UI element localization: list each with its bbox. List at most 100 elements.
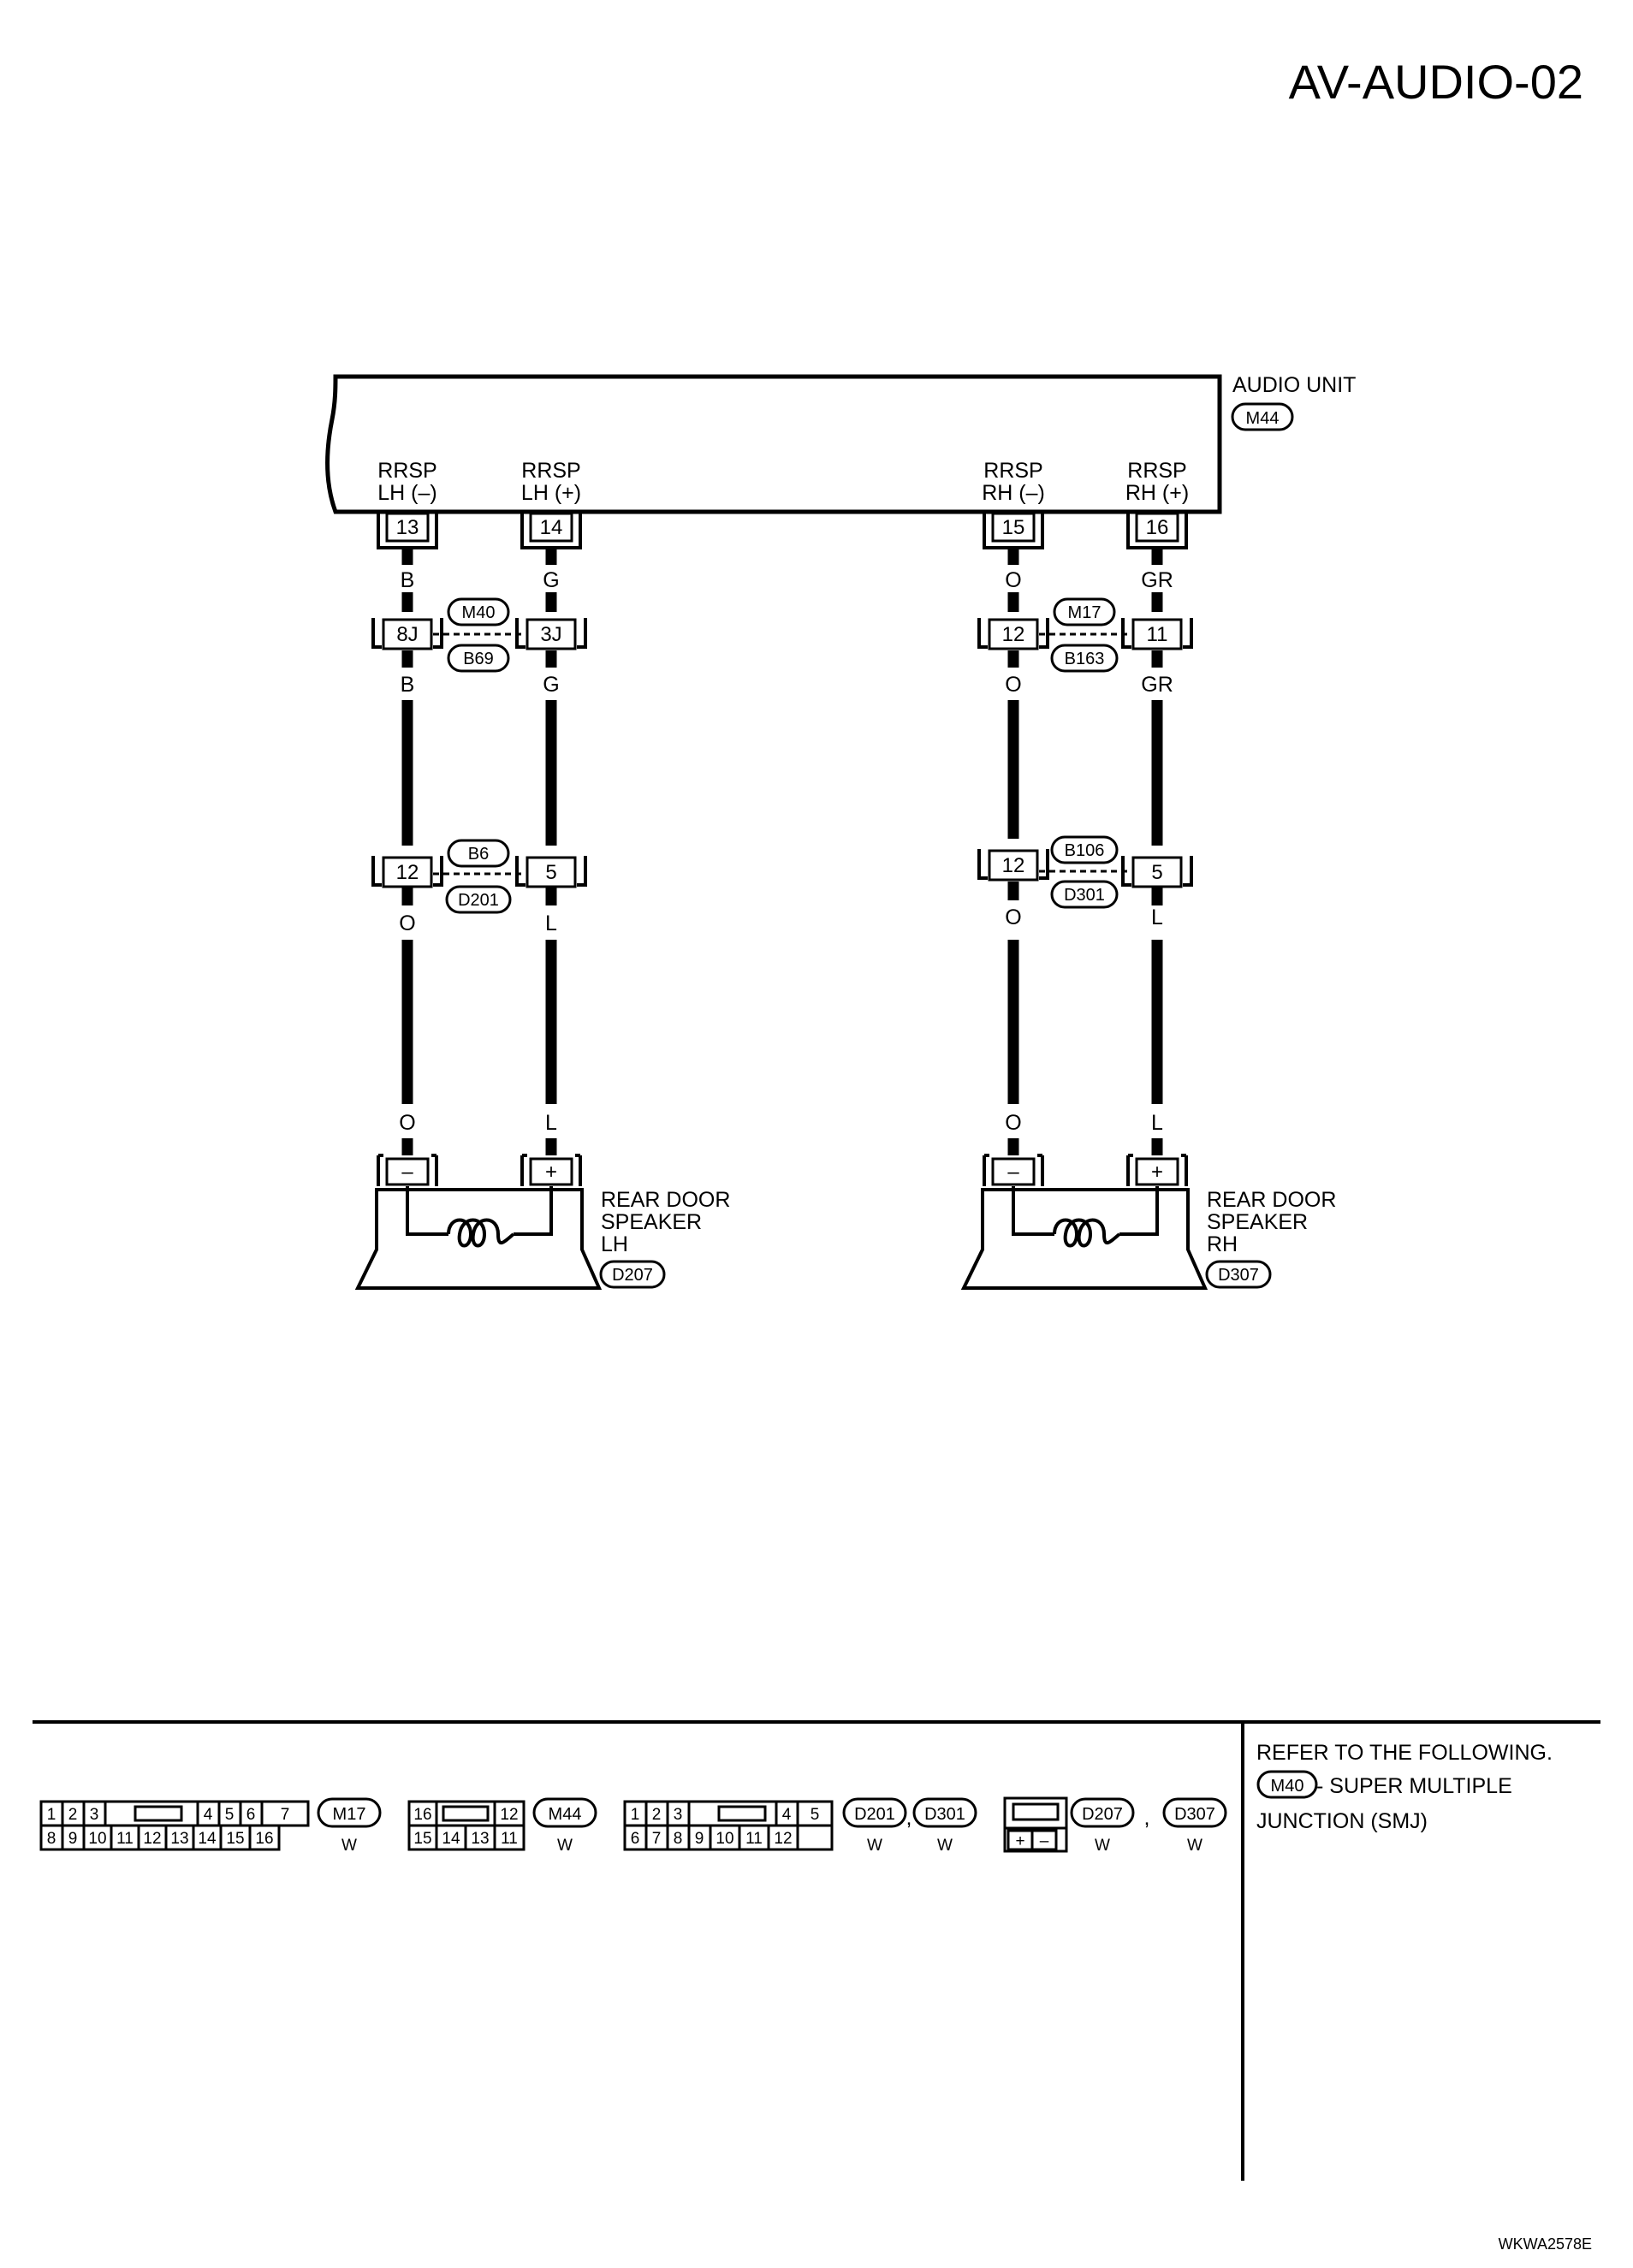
d201-top-3: 3 xyxy=(674,1806,683,1824)
speaker-rh-name1: REAR DOOR xyxy=(1207,1188,1336,1212)
speaker-rh-connector: D307 xyxy=(1218,1266,1259,1285)
audio-unit-pins: 13 14 15 16 xyxy=(377,512,1188,549)
wire-color-labels: B G O GR B G O GR O L O L O L O L xyxy=(399,568,1173,1135)
speaker-lh-body xyxy=(354,1188,603,1290)
d201-bottom-7: 7 xyxy=(652,1830,662,1848)
wire-color-rh-neg-mid: O xyxy=(1005,673,1021,697)
wires xyxy=(401,548,1163,1155)
speaker-rh-body xyxy=(960,1188,1208,1290)
m17-top-1: 1 xyxy=(47,1806,56,1824)
speaker-rh-name2: SPEAKER xyxy=(1207,1210,1308,1234)
connector-d207-lock-icon xyxy=(1012,1802,1060,1821)
junction-lh-2-bottom-badge xyxy=(445,885,512,914)
wire-color-lh-pos-upper: G xyxy=(543,568,559,592)
connector-d307-badge xyxy=(1162,1797,1227,1828)
speaker-lh-name1: REAR DOOR xyxy=(601,1188,730,1212)
junction-rh-1-top: M17 xyxy=(1068,603,1102,622)
d201-top-2: 2 xyxy=(652,1806,662,1824)
connector-d307-color: W xyxy=(1187,1837,1202,1855)
reference-line2: - SUPER MULTIPLE xyxy=(1316,1774,1512,1798)
connector-m17-lock-icon xyxy=(134,1805,183,1822)
d201-bottom-9: 9 xyxy=(695,1830,704,1848)
junction-lh-2-neg-pin: 12 xyxy=(396,861,419,884)
wire-color-rh-neg-lower: O xyxy=(1005,905,1021,929)
m17-bottom-16: 16 xyxy=(255,1830,273,1848)
terminal-16-sublabel: RH (+) xyxy=(1125,481,1189,505)
pin-13: 13 xyxy=(377,512,438,549)
connector-d301-badge xyxy=(912,1797,977,1828)
wire-color-lh-neg-upper: B xyxy=(401,568,415,592)
m44-bottom-14: 14 xyxy=(442,1830,460,1848)
m17-top-5: 5 xyxy=(225,1806,235,1824)
m17-bottom-12: 12 xyxy=(143,1830,161,1848)
junction-rh-2-neg-pin: 12 xyxy=(1002,854,1025,877)
junction-lh-1-bottom-badge xyxy=(447,644,510,673)
m44-top-12: 12 xyxy=(500,1806,518,1824)
connector-d201-badge xyxy=(842,1797,907,1828)
junction-rh-2-bottom: D301 xyxy=(1064,886,1105,905)
speaker-rh-pos: + xyxy=(1151,1161,1163,1184)
connector-d207-separator: , xyxy=(1144,1806,1150,1830)
junction-lh-2-top: B6 xyxy=(468,845,489,864)
connector-d201-label: D201 xyxy=(854,1805,895,1824)
m17-top-6: 6 xyxy=(246,1806,256,1824)
connector-view-d207: + – D207 , D307 W W xyxy=(1003,1796,1227,1855)
junction-lh-2-pos-pin: 5 xyxy=(545,861,556,884)
speaker-rh: – + REAR DOOR SPEAKER RH D307 xyxy=(960,1154,1336,1290)
m17-bottom-10: 10 xyxy=(88,1830,106,1848)
connector-d207-badge xyxy=(1070,1797,1135,1828)
speaker-lh-name2: SPEAKER xyxy=(601,1210,702,1234)
d201-bottom-6: 6 xyxy=(631,1830,640,1848)
d201-bottom-11: 11 xyxy=(745,1830,763,1848)
m44-bottom-15: 15 xyxy=(413,1830,431,1848)
d201-bottom-8: 8 xyxy=(674,1830,683,1848)
junction-rh-2: 12 5 B106 D301 xyxy=(977,835,1193,909)
junction-rh-2-top: B106 xyxy=(1065,841,1105,860)
m44-bottom-13: 13 xyxy=(471,1830,489,1848)
terminal-13-sublabel: LH (–) xyxy=(377,481,436,505)
terminal-14-sublabel: LH (+) xyxy=(521,481,581,505)
connector-view-m44: 16 12 15 14 13 11 M44 W xyxy=(407,1797,597,1855)
pin-13-number: 13 xyxy=(396,516,419,539)
junction-lh-1-neg-pin: 8J xyxy=(396,623,418,646)
reference-connector-badge xyxy=(1256,1770,1318,1799)
wire-color-lh-neg-lower: O xyxy=(399,911,415,935)
m17-bottom-9: 9 xyxy=(68,1830,78,1848)
junction-rh-1-bottom-badge xyxy=(1050,644,1119,673)
terminal-15-label: RRSP xyxy=(983,459,1042,483)
connector-d201-separator: , xyxy=(906,1806,912,1830)
wire-color-rh-pos-lower: L xyxy=(1151,905,1163,929)
junction-lh-2-bottom: D201 xyxy=(458,891,499,910)
junction-rh-1-pos-pin: 11 xyxy=(1147,623,1168,646)
wire-color-lh-neg-bottom: O xyxy=(399,1111,415,1135)
pin-14: 14 xyxy=(520,512,582,549)
audio-unit: AUDIO UNIT M44 RRSP LH (–) RRSP LH (+) R… xyxy=(325,373,1356,514)
m44-bottom-11: 11 xyxy=(501,1830,518,1848)
connector-m17-badge xyxy=(317,1797,382,1828)
audio-unit-connector: M44 xyxy=(1246,409,1280,428)
connector-m44-color: W xyxy=(557,1837,573,1855)
terminal-13-label: RRSP xyxy=(377,459,436,483)
connector-d301-color: W xyxy=(937,1837,953,1855)
m44-top-16: 16 xyxy=(413,1806,431,1824)
audio-unit-name: AUDIO UNIT xyxy=(1232,373,1356,397)
connector-view-d201: 1 2 3 4 5 6 7 8 9 10 11 12 D201 , D301 W… xyxy=(623,1797,977,1855)
audio-unit-connector-badge xyxy=(1231,402,1294,431)
connector-d201-color: W xyxy=(867,1837,882,1855)
speaker-lh-coil-icon xyxy=(447,1218,515,1248)
wire-color-rh-pos-mid: GR xyxy=(1141,673,1173,697)
junction-lh-1: 8J 3J M40 B69 xyxy=(371,597,587,673)
d201-bottom-12: 12 xyxy=(774,1830,792,1848)
junction-lh-1-pos-pin: 3J xyxy=(540,623,561,646)
junction-rh-1-top-badge xyxy=(1053,597,1116,626)
speaker-lh-neg: – xyxy=(401,1161,413,1184)
wire-color-lh-pos-bottom: L xyxy=(545,1111,557,1135)
terminal-15-sublabel: RH (–) xyxy=(982,481,1045,505)
junction-lh-1-top-badge xyxy=(447,597,510,626)
d201-top-5: 5 xyxy=(811,1806,820,1824)
reference-line1: REFER TO THE FOLLOWING. xyxy=(1256,1741,1553,1765)
m17-top-4: 4 xyxy=(204,1806,213,1824)
wire-color-rh-pos-bottom: L xyxy=(1151,1111,1163,1135)
pin-16: 16 xyxy=(1126,512,1188,549)
